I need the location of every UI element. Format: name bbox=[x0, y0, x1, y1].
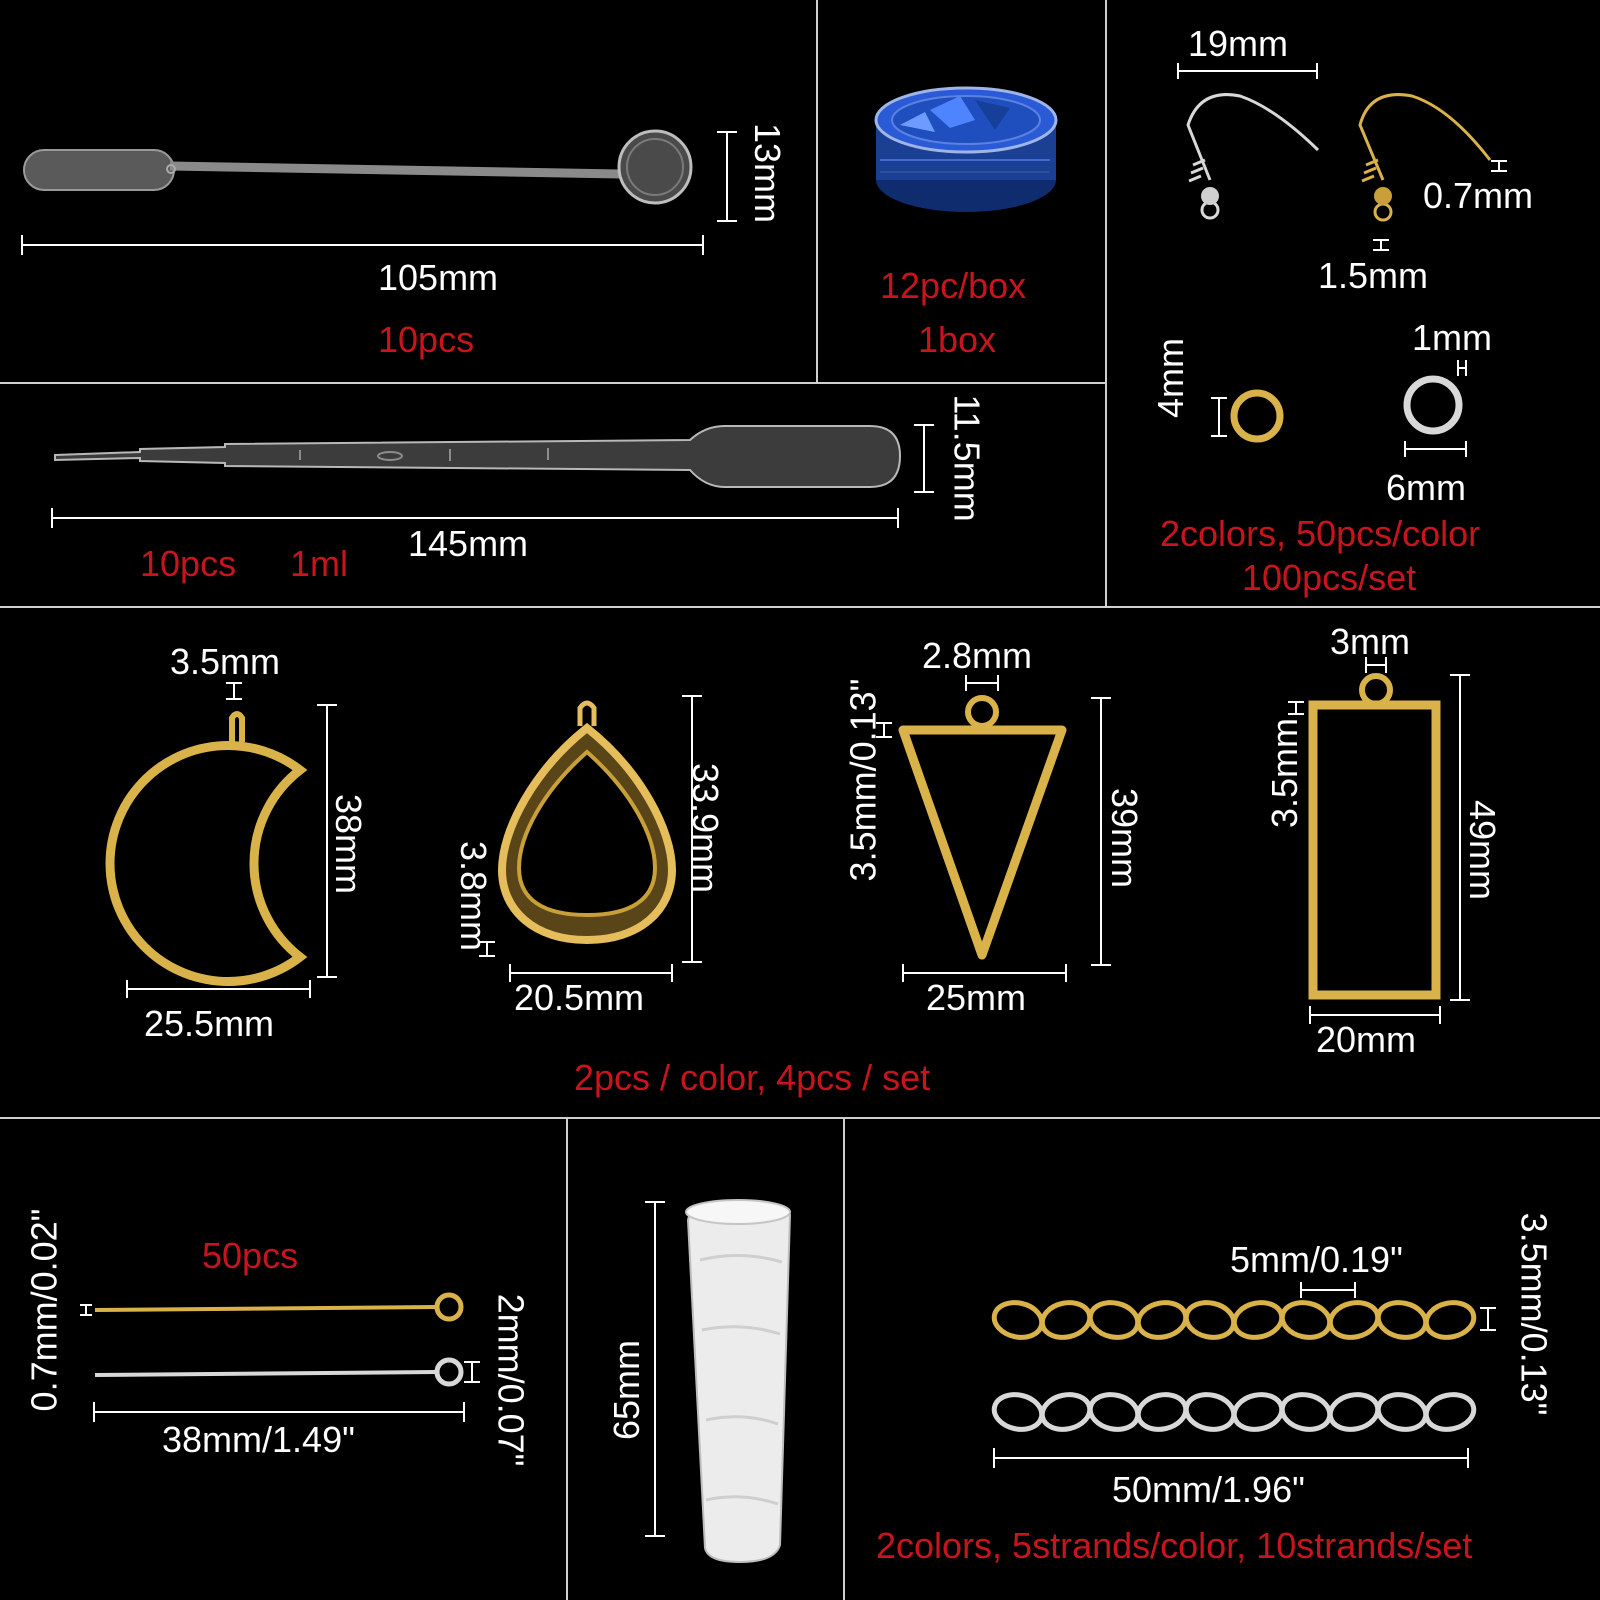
chain-link bbox=[1087, 1392, 1141, 1432]
hook-width-label: 19mm bbox=[1188, 23, 1289, 64]
chain-link-label: 5mm/0.19" bbox=[1230, 1239, 1403, 1280]
glitter-qty-label: 1box bbox=[918, 319, 997, 360]
chain-link bbox=[1423, 1300, 1477, 1340]
hook-ball-label: 1.5mm bbox=[1318, 255, 1429, 296]
pipette-length-label: 145mm bbox=[408, 523, 529, 564]
triangle-loop-label: 2.8mm bbox=[922, 635, 1033, 676]
eye-pins-qty-label: 50pcs bbox=[202, 1235, 299, 1276]
chain-link bbox=[1135, 1392, 1189, 1432]
rings-set-label: 100pcs/set bbox=[1242, 557, 1417, 598]
triangle-width-label: 25mm bbox=[926, 977, 1027, 1018]
chain-link bbox=[1183, 1392, 1237, 1432]
rectangle-width-label: 20mm bbox=[1316, 1019, 1417, 1060]
chain-link bbox=[1375, 1300, 1429, 1340]
pipette-qty-label: 10pcs bbox=[140, 543, 237, 584]
chain-link bbox=[1279, 1392, 1333, 1432]
chain-link bbox=[1039, 1392, 1093, 1432]
divider bbox=[816, 0, 818, 383]
chain-link bbox=[1183, 1300, 1237, 1340]
moon-width-label: 25.5mm bbox=[144, 1003, 275, 1044]
ring-outer-label: 6mm bbox=[1386, 467, 1466, 508]
chain-link bbox=[1087, 1300, 1141, 1340]
chain-link bbox=[991, 1392, 1045, 1432]
chain-link bbox=[1039, 1300, 1093, 1340]
chain-link bbox=[1375, 1392, 1429, 1432]
chain-width-label: 3.5mm/0.13" bbox=[1513, 1212, 1555, 1416]
chain-link bbox=[991, 1300, 1045, 1340]
chain-link bbox=[1327, 1300, 1381, 1340]
chain-link bbox=[1135, 1300, 1189, 1340]
chain-link bbox=[1231, 1300, 1285, 1340]
chains-qty-label: 2colors, 5strands/color, 10strands/set bbox=[876, 1525, 1473, 1566]
eye-pins-length-label: 38mm/1.49" bbox=[162, 1419, 355, 1460]
rectangle-loop-label: 3mm bbox=[1330, 621, 1410, 662]
chain-link bbox=[1327, 1392, 1381, 1432]
ring-thickness-label: 1mm bbox=[1412, 317, 1492, 358]
chain-link bbox=[1423, 1392, 1477, 1432]
chain-link bbox=[1279, 1300, 1333, 1340]
stirrer-qty-label: 10pcs bbox=[378, 319, 475, 360]
glitter-per-box-label: 12pc/box bbox=[880, 265, 1027, 306]
drop-width-label: 20.5mm bbox=[514, 977, 645, 1018]
divider bbox=[0, 1117, 1600, 1119]
divider bbox=[0, 382, 1106, 384]
bezels-qty-label: 2pcs / color, 4pcs / set bbox=[574, 1057, 931, 1098]
moon-loop-label: 3.5mm bbox=[170, 641, 281, 682]
stirrer-length-label: 105mm bbox=[378, 257, 499, 298]
divider bbox=[1105, 0, 1107, 607]
divider bbox=[566, 1118, 568, 1600]
chain-link bbox=[1231, 1392, 1285, 1432]
divider bbox=[0, 606, 1600, 608]
rings-colors-label: 2colors, 50pcs/color bbox=[1160, 513, 1481, 554]
pipette-volume-label: 1ml bbox=[290, 543, 349, 584]
hook-wire-label: 0.7mm bbox=[1423, 175, 1534, 216]
chain-length-label: 50mm/1.96" bbox=[1112, 1469, 1305, 1510]
divider bbox=[843, 1118, 845, 1600]
